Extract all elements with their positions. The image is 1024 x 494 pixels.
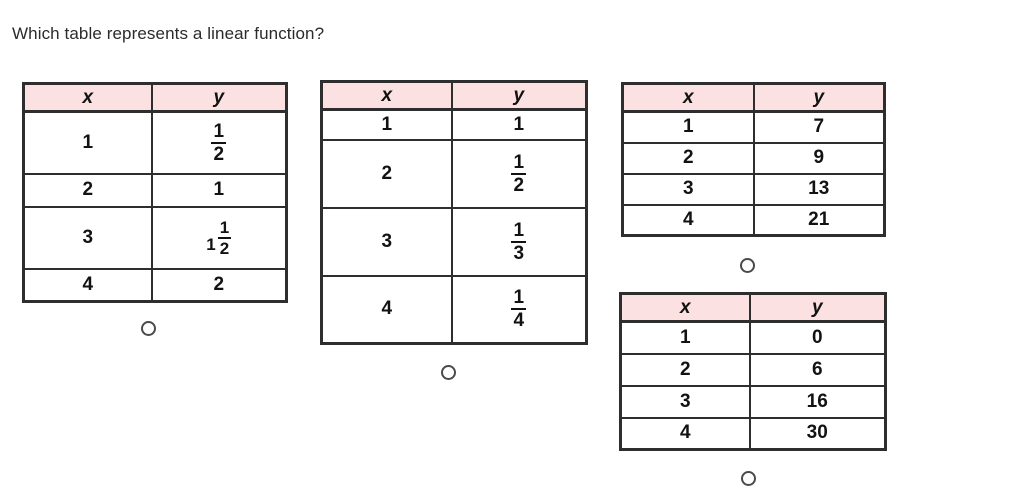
mixed-whole-part: 1: [206, 234, 216, 254]
radio-option-c[interactable]: [740, 258, 755, 273]
cell-y: 1 1 2: [150, 205, 288, 270]
cell-y: 1 2: [150, 110, 288, 175]
option-a-table: x y 1 1 2 2 1 3 1 1 2: [22, 82, 288, 303]
fraction-value: 1 2: [511, 151, 527, 196]
cell-y: 1 4: [450, 274, 588, 345]
fraction-value: 1 3: [511, 219, 527, 264]
column-header-x: x: [619, 292, 751, 323]
fraction-denominator: 2: [513, 174, 525, 196]
cell-y: 13: [752, 172, 886, 206]
mixed-number-value: 1 1 2: [206, 217, 232, 258]
table-row: 2 1 2: [320, 138, 588, 209]
column-header-x: x: [621, 82, 755, 113]
table-row: 3 13: [621, 172, 886, 206]
cell-y: 6: [748, 352, 887, 387]
cell-y: 1: [150, 172, 288, 208]
table-header-row: x y: [621, 82, 886, 113]
column-header-x: x: [22, 82, 153, 113]
cell-x: 2: [22, 172, 153, 208]
fraction-value: 1 4: [511, 287, 527, 332]
fraction-numerator: 1: [211, 120, 227, 144]
cell-x: 2: [320, 138, 453, 209]
fraction-value: 1 2: [211, 120, 227, 165]
table-header-row: x y: [320, 80, 588, 111]
cell-x: 1: [619, 320, 751, 355]
table-row: 4 2: [22, 267, 288, 303]
cell-x: 3: [621, 172, 755, 206]
cell-x: 2: [621, 141, 755, 175]
table-header-row: x y: [619, 292, 887, 323]
column-header-y: y: [150, 82, 288, 113]
table-row: 4 30: [619, 416, 887, 451]
radio-option-b[interactable]: [441, 365, 456, 380]
cell-x: 3: [320, 206, 453, 277]
cell-x: 4: [619, 416, 751, 451]
fraction-numerator: 1: [511, 151, 527, 175]
cell-x: 1: [621, 110, 755, 144]
fraction-denominator: 2: [213, 143, 225, 165]
column-header-y: y: [450, 80, 588, 111]
table-row: 4 21: [621, 203, 886, 237]
cell-y: 9: [752, 141, 886, 175]
column-header-x: x: [320, 80, 453, 111]
table-row: 1 0: [619, 320, 887, 355]
option-d-table: x y 1 0 2 6 3 16 4 30: [619, 292, 887, 451]
cell-y: 7: [752, 110, 886, 144]
radio-option-d[interactable]: [741, 471, 756, 486]
table-row: 3 1 1 2: [22, 205, 288, 270]
table-row: 1 1: [320, 108, 588, 141]
cell-x: 4: [320, 274, 453, 345]
cell-x: 1: [22, 110, 153, 175]
table-row: 1 7: [621, 110, 886, 144]
cell-x: 4: [22, 267, 153, 303]
question-prompt: Which table represents a linear function…: [12, 24, 325, 43]
fraction-denominator: 2: [219, 238, 230, 258]
cell-x: 3: [22, 205, 153, 270]
column-header-y: y: [748, 292, 887, 323]
table-row: 1 1 2: [22, 110, 288, 175]
cell-y: 2: [150, 267, 288, 303]
table-row: 2 1: [22, 172, 288, 208]
cell-x: 4: [621, 203, 755, 237]
cell-y: 1 3: [450, 206, 588, 277]
fraction-denominator: 3: [513, 242, 525, 264]
column-header-y: y: [752, 82, 886, 113]
cell-x: 3: [619, 384, 751, 419]
cell-y: 1: [450, 108, 588, 141]
cell-x: 2: [619, 352, 751, 387]
cell-y: 16: [748, 384, 887, 419]
fraction-numerator: 1: [511, 219, 527, 243]
cell-x: 1: [320, 108, 453, 141]
table-row: 2 6: [619, 352, 887, 387]
cell-y: 1 2: [450, 138, 588, 209]
cell-y: 21: [752, 203, 886, 237]
table-row: 3 1 3: [320, 206, 588, 277]
cell-y: 0: [748, 320, 887, 355]
fraction-numerator: 1: [511, 287, 527, 311]
fraction-value: 1 2: [217, 217, 232, 258]
table-row: 4 1 4: [320, 274, 588, 345]
radio-option-a[interactable]: [141, 321, 156, 336]
table-row: 3 16: [619, 384, 887, 419]
option-c-table: x y 1 7 2 9 3 13 4 21: [621, 82, 886, 237]
table-row: 2 9: [621, 141, 886, 175]
fraction-denominator: 4: [513, 310, 525, 332]
option-b-table: x y 1 1 2 1 2 3 1 3: [320, 80, 588, 345]
cell-y: 30: [748, 416, 887, 451]
fraction-numerator: 1: [217, 217, 232, 239]
table-header-row: x y: [22, 82, 288, 113]
